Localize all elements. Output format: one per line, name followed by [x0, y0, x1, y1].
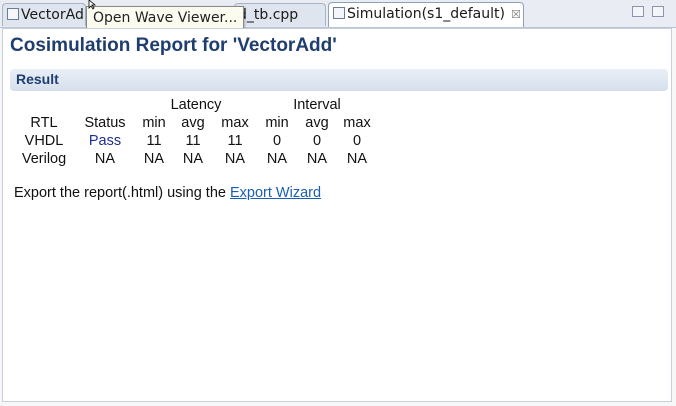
column-header: min — [265, 115, 289, 131]
tab-simulation[interactable]: Simulation(s1_default) ☒ — [328, 2, 524, 27]
table-cell: NA — [143, 151, 165, 167]
close-icon[interactable]: ☒ — [510, 8, 521, 21]
table-cell: VHDL — [24, 133, 64, 149]
section-header-result: Result — [10, 69, 668, 91]
minimize-icon[interactable] — [632, 6, 644, 17]
column-header: RTL — [30, 115, 58, 131]
tab-testbench[interactable]: d_tb.cpp — [234, 3, 326, 26]
table-cell: 11 — [185, 133, 201, 149]
table-cell: 0 — [272, 133, 282, 149]
table-cell: 0 — [352, 133, 362, 149]
column-header: min — [142, 115, 166, 131]
table-cell: NA — [182, 151, 204, 167]
table-cell: NA — [224, 151, 246, 167]
simulation-icon — [333, 7, 345, 19]
export-text: Export the report(.html) using the — [14, 185, 230, 201]
editor-tab-bar: VectorAd d_tb.cpp Simulation(s1_default)… — [0, 0, 676, 28]
table-cell: 0 — [312, 133, 322, 149]
table-cell: NA — [266, 151, 288, 167]
tab-vectoradd[interactable]: VectorAd — [2, 3, 86, 26]
maximize-icon[interactable] — [652, 6, 664, 17]
tab-label: Simulation(s1_default) — [347, 6, 505, 22]
tooltip-open-wave-viewer: Open Wave Viewer... — [86, 6, 245, 30]
table-row: Verilog NA NA NA NA NA NA NA — [13, 150, 377, 168]
column-header: max — [343, 115, 371, 131]
table-cell: 11 — [146, 133, 162, 149]
table-cell: 11 — [227, 133, 243, 149]
column-header-row: RTL Status min avg max min avg max — [13, 114, 377, 132]
table-cell: Verilog — [21, 151, 67, 167]
column-header: avg — [181, 115, 205, 131]
mouse-cursor-icon — [88, 0, 97, 10]
export-wizard-link[interactable]: Export Wizard — [230, 185, 322, 201]
column-header: avg — [305, 115, 329, 131]
table-row: VHDL Pass 11 11 11 0 0 0 — [13, 132, 377, 150]
tab-label: d_tb.cpp — [238, 7, 299, 23]
table-cell: NA — [94, 151, 116, 167]
report-panel: Cosimulation Report for 'VectorAdd' Resu… — [2, 28, 672, 402]
status-pass: Pass — [88, 133, 122, 149]
column-header: max — [221, 115, 249, 131]
section-title: Result — [16, 71, 59, 87]
file-icon — [7, 8, 19, 20]
interval-header: Interval — [293, 97, 341, 113]
column-header: Status — [84, 115, 126, 131]
tab-label: VectorAd — [21, 7, 84, 23]
latency-header: Latency — [170, 97, 222, 113]
export-line: Export the report(.html) using the Expor… — [14, 185, 321, 201]
table-cell: NA — [346, 151, 368, 167]
report-title: Cosimulation Report for 'VectorAdd' — [10, 35, 337, 56]
table-cell: NA — [306, 151, 328, 167]
result-table: Latency Interval RTL Status min avg max … — [13, 96, 377, 168]
